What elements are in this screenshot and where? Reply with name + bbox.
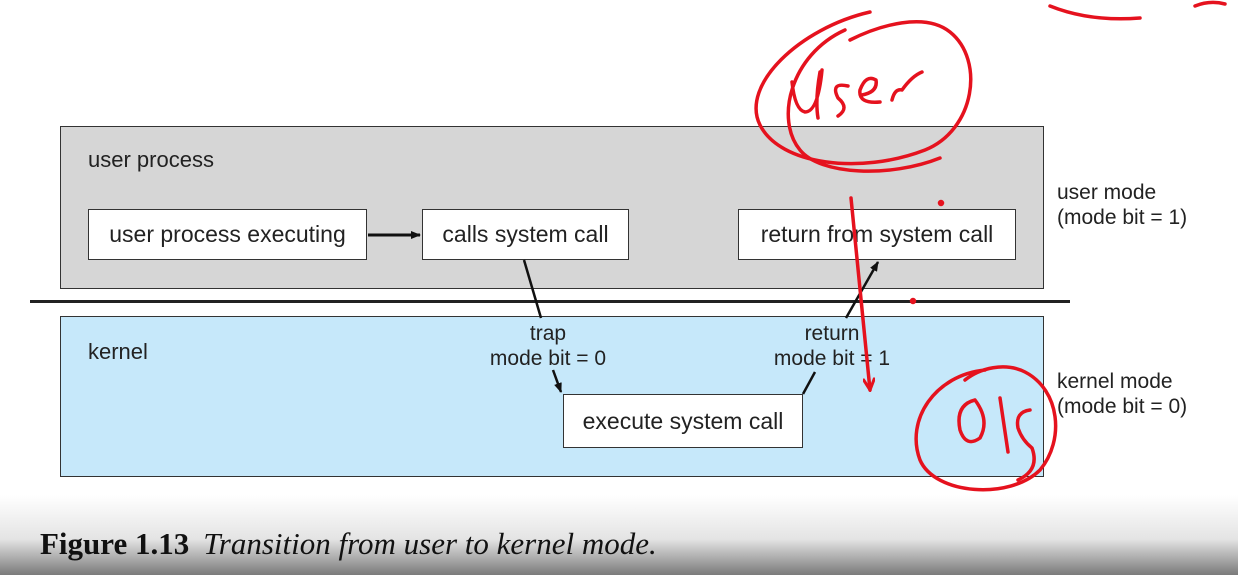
user-mode-line1: user mode [1057, 181, 1157, 204]
return-line2: mode bit = 1 [773, 347, 891, 370]
user-mode-label: user mode (mode bit = 1) [1057, 180, 1187, 230]
mode-divider-line [30, 300, 1070, 303]
trap-line2: mode bit = 0 [489, 347, 607, 370]
figure-number: Figure 1.13 [40, 526, 190, 561]
user-circle-outer [786, 28, 942, 173]
return-from-system-call-box: return from system call [738, 209, 1016, 260]
user-circle [754, 10, 973, 166]
user-mode-line2: (mode bit = 1) [1057, 206, 1188, 229]
kernel-mode-line1: kernel mode [1057, 370, 1173, 393]
kernel-label: kernel [88, 339, 148, 364]
return-arrow [844, 261, 880, 319]
return-transition-label: return mode bit = 1 [752, 321, 912, 371]
trap-arrow [522, 259, 543, 319]
return-from-system-call-text: return from system call [760, 221, 994, 247]
os-circle [914, 365, 1058, 492]
os-handwriting-strokes [957, 396, 1036, 482]
calls-system-call-text: calls system call [442, 221, 609, 247]
calls-system-call-box: calls system call [422, 209, 629, 260]
trap-line1: trap [529, 322, 567, 345]
red-dot-2 [909, 297, 917, 305]
caption-bar [0, 495, 1238, 575]
partial-circle-stroke [1048, 0, 1227, 21]
handwritten-annotations [754, 0, 1227, 492]
kernel-mode-label: kernel mode (mode bit = 0) [1057, 369, 1187, 419]
trap-arrow-lower [551, 369, 563, 393]
user-handwriting-strokes [790, 68, 924, 120]
user-process-label: user process [88, 147, 214, 172]
trap-transition-label: trap mode bit = 0 [468, 321, 628, 371]
execute-system-call-box: execute system call [563, 394, 803, 448]
user-process-executing-text: user process executing [109, 221, 346, 247]
return-arrow-lower [801, 371, 817, 395]
kernel-mode-line2: (mode bit = 0) [1057, 395, 1188, 418]
red-dot-1 [937, 199, 945, 207]
execute-system-call-text: execute system call [582, 407, 784, 434]
user-process-region: user process [60, 126, 1044, 289]
red-down-arrow [849, 196, 870, 390]
return-line1: return [804, 322, 860, 345]
figure-title: Transition from user to kernel mode. [203, 526, 657, 561]
kernel-region: kernel [60, 316, 1044, 477]
user-process-executing-box: user process executing [88, 209, 367, 260]
figure-caption: Figure 1.13 Transition from user to kerne… [40, 526, 657, 562]
